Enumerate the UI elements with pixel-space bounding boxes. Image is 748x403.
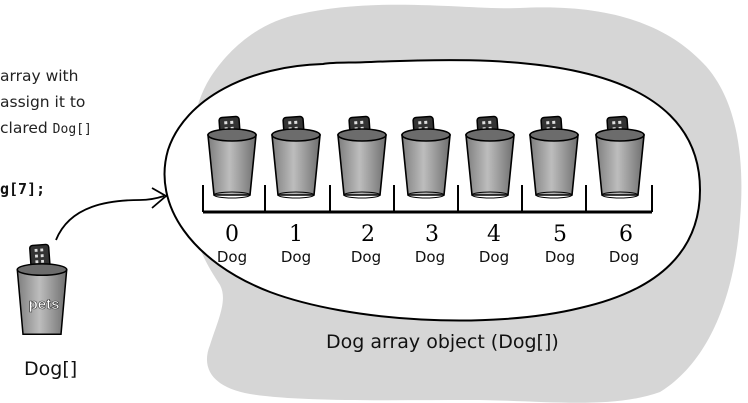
reference-arrow [55,195,165,241]
index-label: 2 [361,222,375,247]
code-statement: g[7]; [0,180,46,198]
index-label: 4 [487,222,501,247]
reference-type-label: Dog[] [24,358,78,380]
element-type-label: Dog [280,248,312,266]
index-label: 5 [553,222,567,247]
pets-cup-icon [16,243,68,335]
index-label: 0 [225,222,239,247]
explanation-line-3: clared Dog[] [0,115,92,143]
pets-cup-label: pets [28,296,60,314]
index-label: 3 [425,222,439,247]
element-type-label: Dog [478,248,510,266]
explanation-line-3-prefix: clared [0,119,53,137]
element-type-label: Dog [544,248,576,266]
index-label: 1 [289,222,303,247]
element-type-label: Dog [216,248,248,266]
index-label: 6 [619,222,633,247]
array-object-caption: Dog array object (Dog[]) [326,331,559,353]
array-shelf [202,185,653,214]
explanation-line-2: assign it to [0,93,86,111]
explanation-line-1: array with [0,67,79,85]
element-type-label: Dog [350,248,382,266]
explanation-line-3-code: Dog[] [52,122,92,137]
element-type-label: Dog [414,248,446,266]
element-type-label: Dog [608,248,640,266]
arrowhead-icon [151,187,168,209]
